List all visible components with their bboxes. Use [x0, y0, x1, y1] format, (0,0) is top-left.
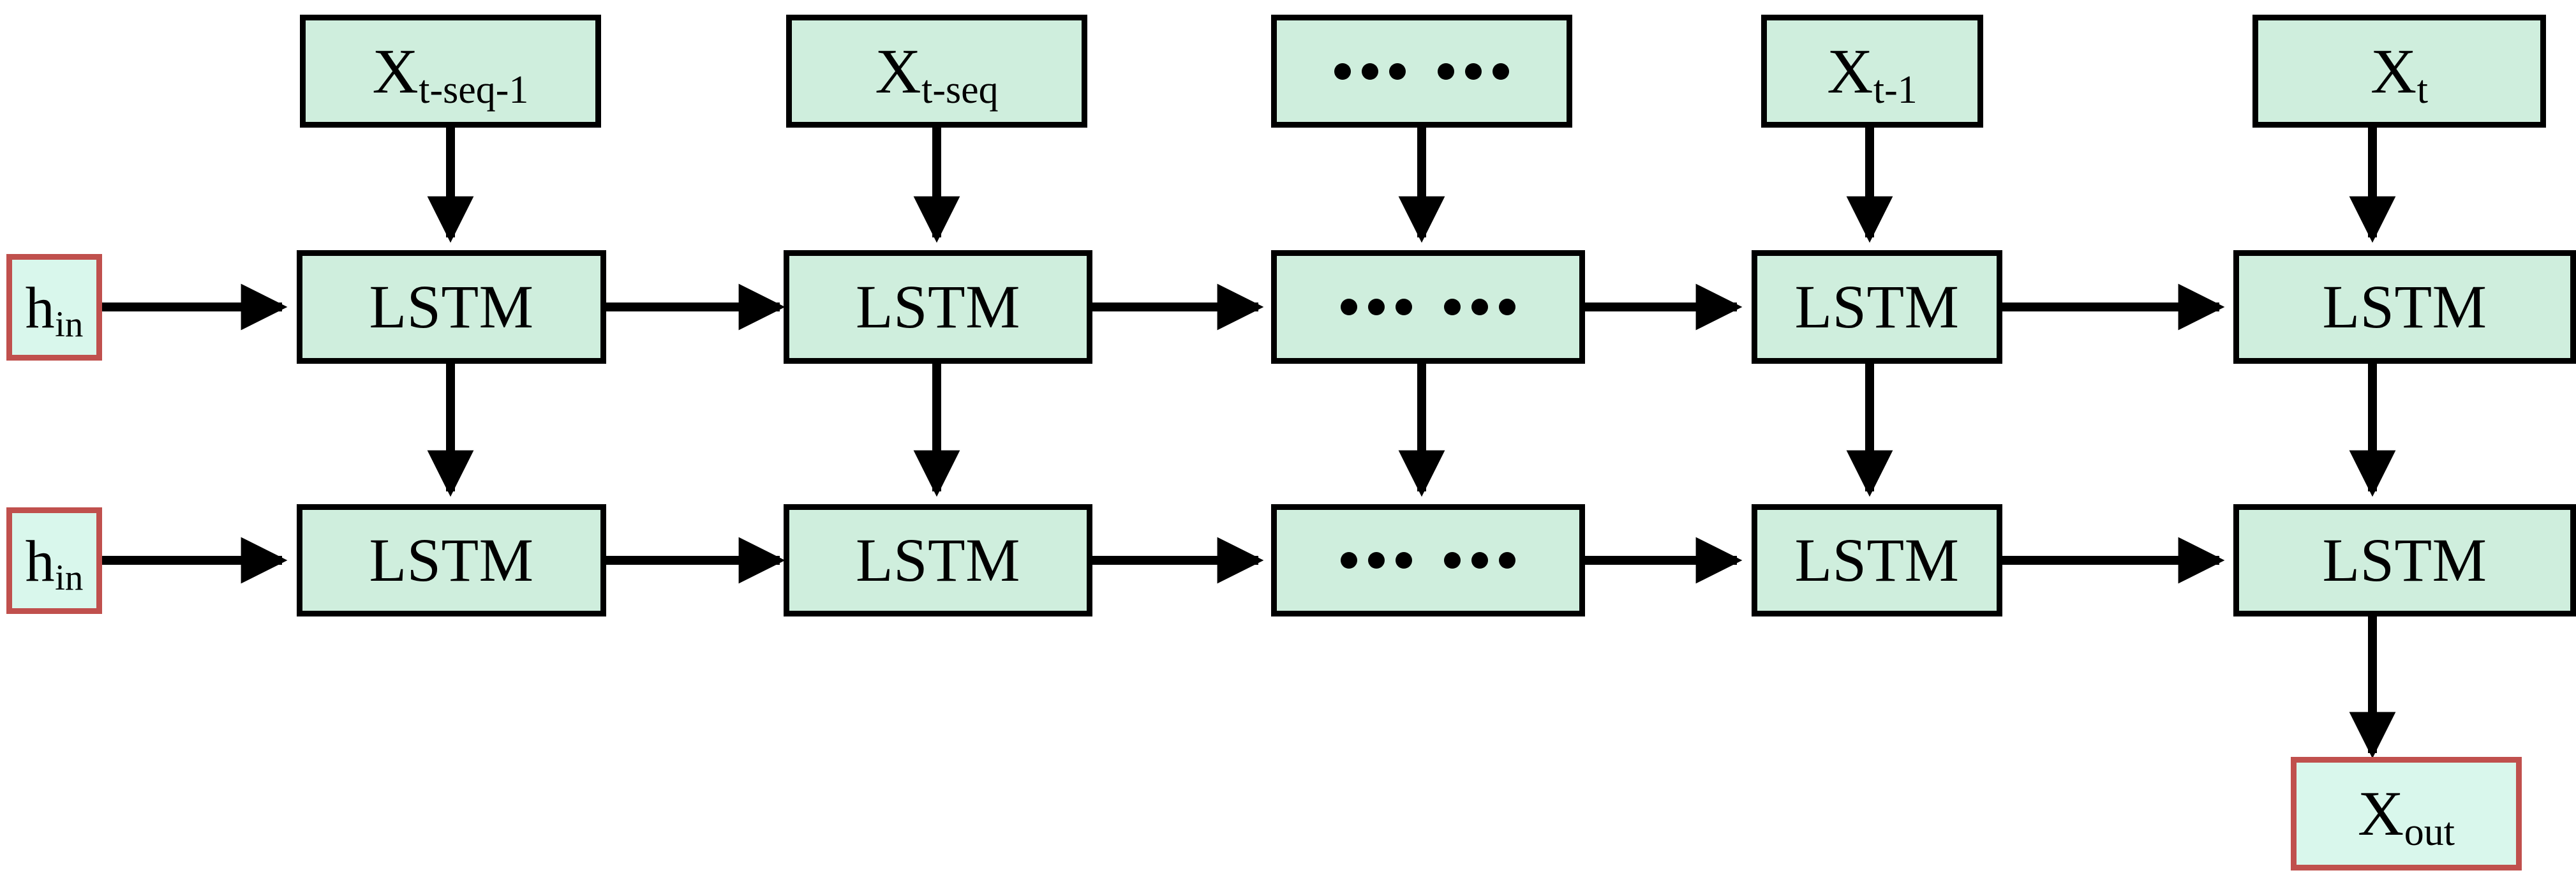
lstm-cell-l1-c4[interactable]: LSTM — [1752, 250, 2002, 364]
output-label: Xout — [2358, 778, 2455, 855]
lstm-cell-label: LSTM — [1794, 526, 1960, 594]
lstm-cell-label: LSTM — [1794, 273, 1960, 341]
input-box-x-t-seq-1[interactable]: Xt-seq-1 — [300, 15, 601, 128]
lstm-cell-l2-c5[interactable]: LSTM — [2233, 504, 2576, 616]
lstm-cell-l1-c2[interactable]: LSTM — [784, 250, 1092, 364]
input-box-x-t-seq[interactable]: Xt-seq — [786, 15, 1087, 128]
hidden-state-label: hin — [25, 528, 84, 599]
lstm-cell-label: LSTM — [369, 273, 534, 341]
lstm-cell-l1-c1[interactable]: LSTM — [297, 250, 606, 364]
ellipsis-icon — [1334, 63, 1509, 80]
lstm-cell-label: LSTM — [855, 526, 1021, 594]
input-label: Xt-seq-1 — [372, 35, 529, 112]
output-box-x-out[interactable]: Xout — [2291, 757, 2522, 870]
input-box-x-t-1[interactable]: Xt-1 — [1761, 15, 1983, 128]
lstm-cell-l2-c1[interactable]: LSTM — [297, 504, 606, 616]
input-box-x-t[interactable]: Xt — [2252, 15, 2546, 128]
lstm-cell-l1-c5[interactable]: LSTM — [2233, 250, 2576, 364]
input-label: Xt-seq — [875, 35, 999, 112]
input-label: Xt — [2371, 35, 2428, 112]
lstm-cell-l2-c3-ellipsis[interactable] — [1271, 504, 1585, 616]
lstm-cell-l2-c2[interactable]: LSTM — [784, 504, 1092, 616]
lstm-cell-l1-c3-ellipsis[interactable] — [1271, 250, 1585, 364]
hidden-state-label: hin — [25, 274, 84, 345]
ellipsis-icon — [1341, 299, 1515, 315]
input-box-ellipsis[interactable] — [1271, 15, 1572, 128]
lstm-cell-label: LSTM — [855, 273, 1021, 341]
lstm-cell-label: LSTM — [369, 526, 534, 594]
lstm-cell-label: LSTM — [2322, 273, 2487, 341]
lstm-cell-label: LSTM — [2322, 526, 2487, 594]
ellipsis-icon — [1341, 552, 1515, 569]
lstm-cell-l2-c4[interactable]: LSTM — [1752, 504, 2002, 616]
input-label: Xt-1 — [1827, 35, 1917, 112]
hidden-state-box-layer-2[interactable]: hin — [6, 507, 102, 614]
hidden-state-box-layer-1[interactable]: hin — [6, 254, 102, 361]
